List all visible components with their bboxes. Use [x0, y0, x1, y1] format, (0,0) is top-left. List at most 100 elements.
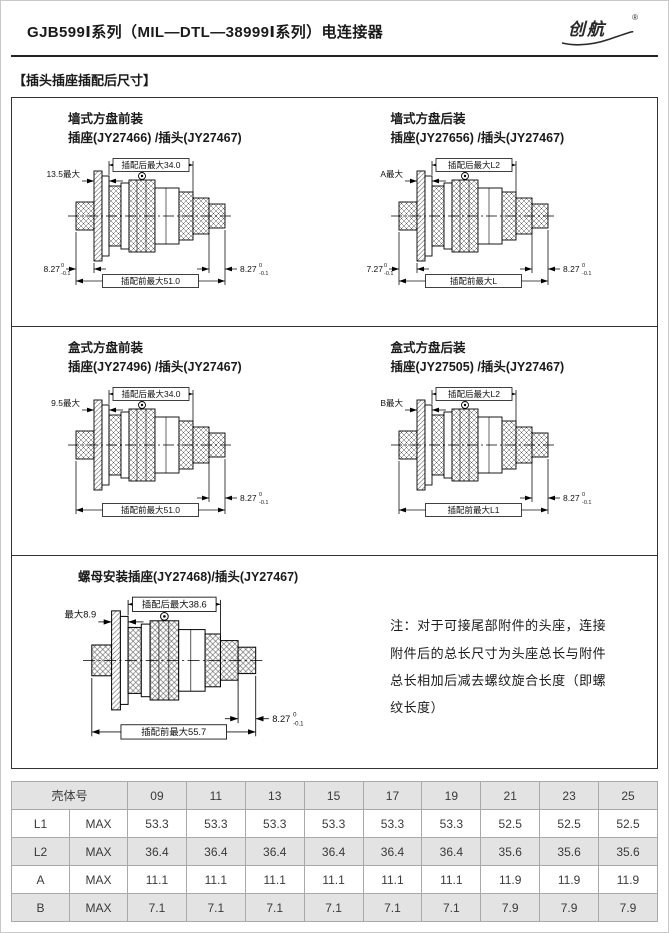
note-text: 注：对于可接尾部附件的头座，连接附件后的总长尺寸为头座总长与附件总长相加后减去螺… — [390, 618, 607, 716]
dim-rear-left: 7.27 — [366, 264, 383, 274]
table-cell: 53.3 — [303, 809, 364, 838]
table-cell: 36.4 — [421, 837, 482, 866]
row-label: A — [11, 865, 70, 894]
dim-mated: 插配后最大34.0 — [122, 160, 181, 170]
dim-overall: 插配前最大51.0 — [121, 505, 180, 515]
table-header-size: 19 — [421, 781, 482, 810]
diagram-panel: 墙式方盘前装 插座(JY27466) /插头(JY27467) 插配后最大34.… — [11, 97, 658, 769]
table-cell: 36.4 — [362, 837, 423, 866]
dim-tolerance-upper: 0 — [259, 492, 262, 498]
dim-tolerance-lower: -0.1 — [61, 271, 70, 277]
dim-rear-right: 8.27 — [563, 264, 580, 274]
table-cell: 7.9 — [480, 893, 541, 922]
connector-drawing: 插配后最大38.6 最大8.9 8.27 0 -0.1 — [65, 597, 304, 740]
dim-overall: 插配前最大51.0 — [121, 276, 180, 286]
dimension-lines: 插配后最大34.0 9.5最大 8.27 0 -0.1 — [51, 386, 269, 517]
diagram-wall-rear-mount: 墙式方盘后装 插座(JY27656) /插头(JY27467) 插配后最大L2 … — [335, 98, 658, 326]
table-cell: 35.6 — [598, 837, 658, 866]
page-title: GJB599Ⅰ系列（MIL—DTL—38999Ⅰ系列）电连接器 — [27, 24, 384, 41]
diagram-caption: 墙式方盘前装 插座(JY27466) /插头(JY27467) — [68, 110, 331, 149]
table-header-row: 壳体号 09 11 13 15 17 19 21 23 25 — [10, 781, 658, 810]
table-cell: 36.4 — [185, 837, 246, 866]
table-cell: 7.1 — [127, 893, 187, 922]
table-header-shell-size: 壳体号 — [10, 781, 129, 810]
dim-mated: 插配后最大38.6 — [142, 599, 207, 610]
table-cell: 7.1 — [362, 893, 423, 922]
dim-tolerance-upper: 0 — [582, 263, 585, 269]
diagram-subtitle: 插座(JY27496) /插头(JY27467) — [68, 360, 242, 375]
row-qualifier: MAX — [68, 893, 129, 922]
dim-rear-right: 8.27 — [240, 264, 257, 274]
table-cell: 11.1 — [303, 865, 364, 894]
table-cell: 7.1 — [303, 893, 364, 922]
diagram-subtitle: 插座(JY27466) /插头(JY27467) — [68, 131, 242, 146]
connector-drawing: 插配后最大L2 B最大 8.27 0 -0.1 — [380, 386, 591, 517]
dim-tolerance-upper: 0 — [259, 263, 262, 269]
brand-logo-text: 创航 — [568, 20, 606, 39]
table-row-l2: L2 MAX 36.4 36.4 36.4 36.4 36.4 36.4 35.… — [11, 837, 658, 866]
dim-mated: 插配后最大L2 — [448, 389, 500, 399]
dim-rear-right: 8.27 — [563, 493, 580, 503]
table-cell: 11.1 — [421, 865, 482, 894]
table-cell: 7.9 — [539, 893, 600, 922]
diagram-box-rear-mount: 盒式方盘后装 插座(JY27505) /插头(JY27467) 插配后最大L2 … — [335, 327, 658, 555]
table-cell: 35.6 — [480, 837, 541, 866]
connector-drawing: 插配后最大34.0 9.5最大 8.27 0 -0.1 — [51, 386, 269, 517]
diagram-title: 盒式方盘后装 — [390, 341, 466, 355]
table-header-size: 13 — [244, 781, 305, 810]
table-cell: 53.3 — [362, 809, 423, 838]
dim-mated: 插配后最大34.0 — [122, 389, 181, 399]
table-cell: 52.5 — [539, 809, 600, 838]
table-header-size: 09 — [127, 781, 187, 810]
row-qualifier: MAX — [68, 865, 129, 894]
dim-overall: 插配前最大L1 — [447, 505, 499, 515]
diagram-title: 墙式方盘前装 — [68, 112, 144, 126]
dim-left: B最大 — [380, 398, 403, 408]
dim-overall: 插配前最大55.7 — [141, 727, 206, 738]
table-cell: 7.1 — [421, 893, 482, 922]
table-cell: 35.6 — [539, 837, 600, 866]
diagram-subtitle: 插座(JY27505) /插头(JY27467) — [390, 360, 565, 375]
table-cell: 11.1 — [127, 865, 187, 894]
table-row-a: A MAX 11.1 11.1 11.1 11.1 11.1 11.1 11.9… — [11, 865, 658, 894]
table-cell: 11.9 — [539, 865, 600, 894]
dim-tolerance-lower: -0.1 — [384, 271, 393, 277]
row-label: B — [11, 893, 70, 922]
diagram-subtitle: 插座(JY27656) /插头(JY27467) — [390, 131, 565, 146]
note-container: 注：对于可接尾部附件的头座，连接附件后的总长尺寸为头座总长与附件总长相加后减去螺… — [386, 556, 657, 768]
table-cell: 11.1 — [362, 865, 423, 894]
table-cell: 53.3 — [185, 809, 246, 838]
diagram-caption: 墙式方盘后装 插座(JY27656) /插头(JY27467) — [391, 110, 654, 149]
diagram-wall-front-mount: 墙式方盘前装 插座(JY27466) /插头(JY27467) 插配后最大34.… — [12, 98, 335, 326]
dimension-lines: 插配后最大L2 B最大 8.27 0 -0.1 — [380, 386, 591, 517]
dim-tolerance-lower: -0.1 — [582, 271, 591, 277]
table-header-size: 23 — [539, 781, 600, 810]
diagram-caption: 盒式方盘后装 插座(JY27505) /插头(JY27467) — [391, 339, 654, 378]
table-cell: 36.4 — [127, 837, 187, 866]
diagram-caption: 螺母安装插座(JY27468)/插头(JY27467) — [78, 568, 382, 587]
page-header: GJB599Ⅰ系列（MIL—DTL—38999Ⅰ系列）电连接器 创航 ® — [11, 9, 658, 57]
dim-rear-right: 8.27 — [272, 714, 290, 724]
table-header-size: 15 — [303, 781, 364, 810]
table-row-l1: L1 MAX 53.3 53.3 53.3 53.3 53.3 53.3 52.… — [11, 809, 658, 838]
table-cell: 53.3 — [127, 809, 187, 838]
registered-trademark-icon: ® — [632, 13, 638, 22]
table-cell: 7.9 — [598, 893, 658, 922]
table-row-b: B MAX 7.1 7.1 7.1 7.1 7.1 7.1 7.9 7.9 7.… — [11, 893, 658, 922]
dim-left: 9.5最大 — [51, 398, 80, 408]
dim-tolerance-lower: -0.1 — [259, 271, 268, 277]
diagram-row-3: 螺母安装插座(JY27468)/插头(JY27467) 插配后最大38.6 最大… — [12, 555, 657, 768]
dim-tolerance-lower: -0.1 — [293, 722, 304, 728]
diagram-title: 螺母安装插座(JY27468)/插头(JY27467) — [78, 570, 299, 584]
section-title: 【插头插座插配后尺寸】 — [13, 73, 157, 88]
diagram-title: 墙式方盘后装 — [390, 112, 466, 126]
table-header-size: 11 — [185, 781, 246, 810]
table-cell: 53.3 — [244, 809, 305, 838]
table-cell: 53.3 — [421, 809, 482, 838]
dim-left: 13.5最大 — [47, 169, 81, 179]
diagram-box-front-mount: 盒式方盘前装 插座(JY27496) /插头(JY27467) 插配后最大34.… — [12, 327, 335, 555]
table-cell: 7.1 — [244, 893, 305, 922]
table-cell: 36.4 — [303, 837, 364, 866]
row-label: L1 — [11, 809, 70, 838]
